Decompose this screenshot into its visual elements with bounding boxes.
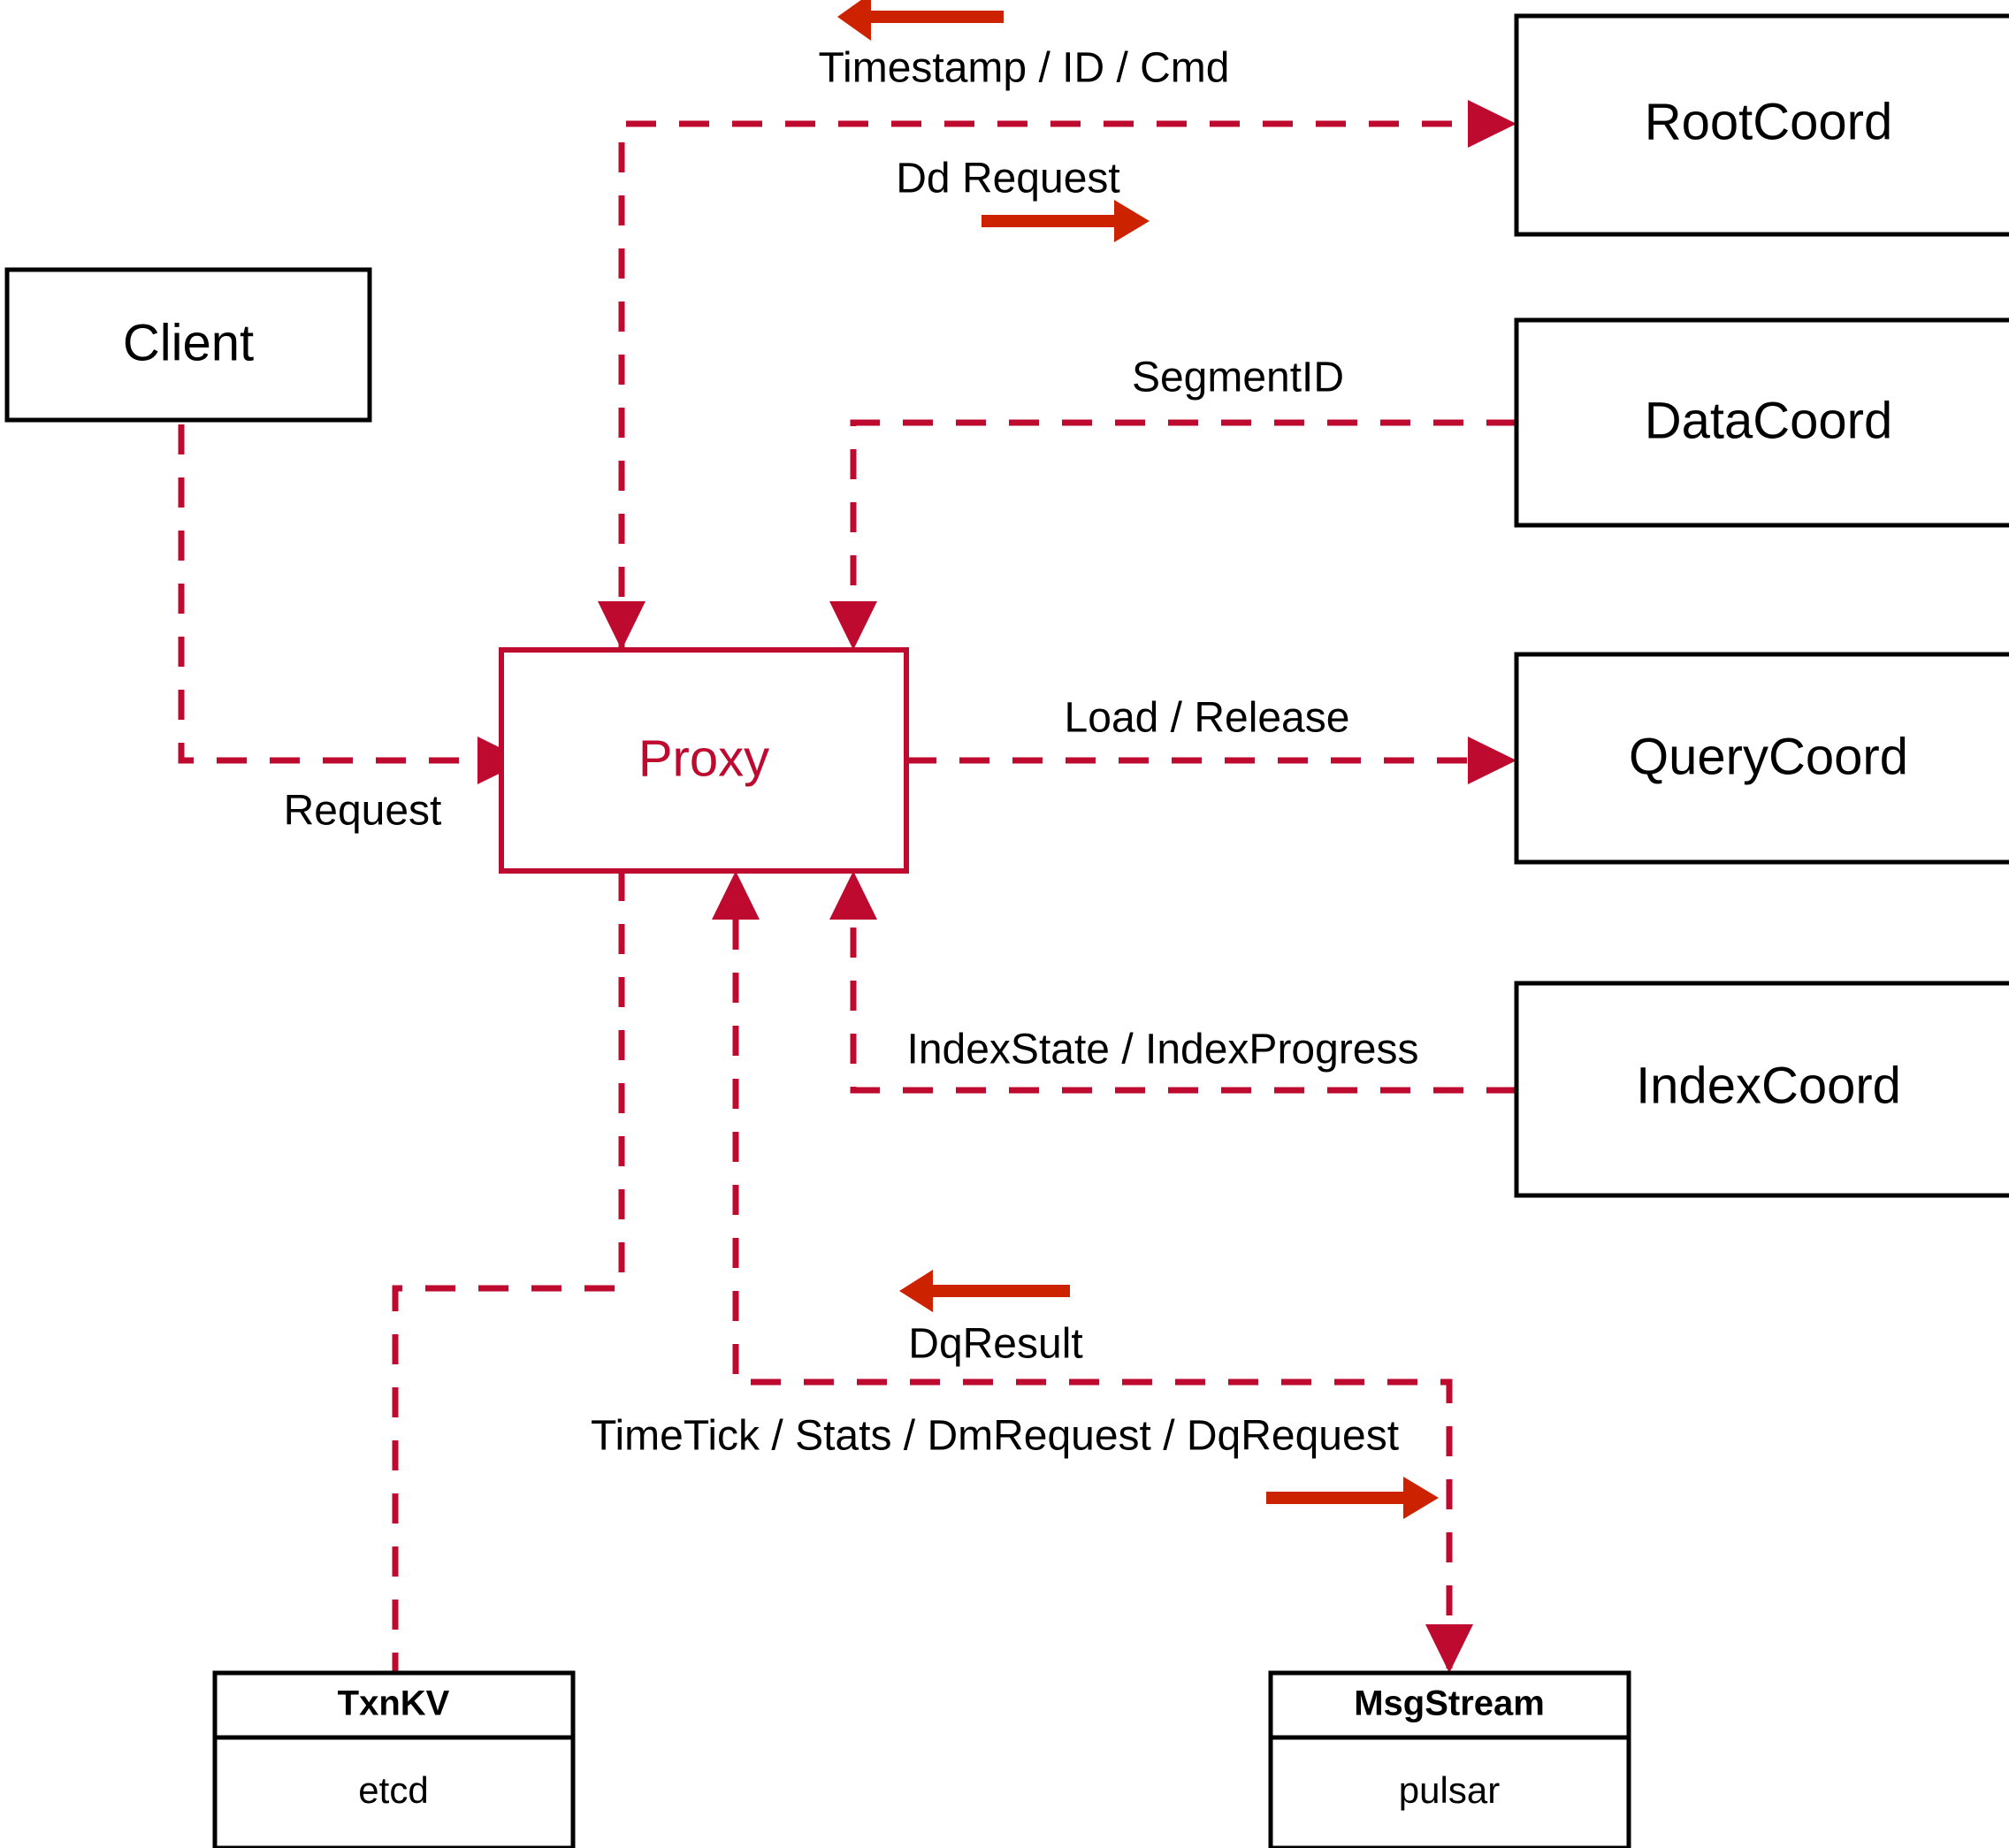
edge-label-dq-result: DqResult [908, 1321, 1082, 1368]
edge-label-dd-request: Dd Request [896, 156, 1119, 202]
flow-client-to-proxy [178, 424, 477, 764]
flow-msgstream-proxy [732, 920, 1453, 1673]
node-msgstream-title: MsgStream [1354, 1684, 1545, 1723]
flow-indexcoord-proxy [850, 920, 1516, 1094]
edge-label-request: Request [284, 788, 442, 835]
arrowhead-msgstream-to-proxy [712, 871, 760, 920]
arrowhead-proxy-to-querycoord [1468, 737, 1516, 784]
edge-label-segment-id: SegmentID [1132, 355, 1344, 401]
node-msgstream-body: pulsar [1399, 1769, 1500, 1811]
node-rootcoord-label: RootCoord [1645, 93, 1892, 150]
direction-arrow-dd-request-right [982, 200, 1150, 242]
node-txnkv[interactable] [212, 1670, 576, 1848]
node-indexcoord[interactable] [1514, 981, 2009, 1198]
arrowhead-indexcoord-to-proxy [829, 871, 877, 920]
flow-proxy-rootcoord [618, 120, 1468, 650]
node-client-label: Client [123, 314, 254, 371]
node-datacoord-label: DataCoord [1645, 392, 1892, 449]
node-client[interactable] [4, 267, 372, 423]
node-msgstream[interactable] [1268, 1670, 1631, 1848]
node-querycoord-label: QueryCoord [1629, 728, 1908, 785]
node-txnkv-body: etcd [358, 1769, 428, 1811]
direction-arrow-dqresult-left [899, 1270, 1070, 1312]
node-rootcoord[interactable] [1514, 13, 2009, 237]
node-proxy[interactable] [499, 647, 909, 874]
arrowhead-rootcoord-to-proxy [598, 601, 645, 650]
edge-label-timestamp-id-cmd: Timestamp / ID / Cmd [819, 45, 1230, 92]
edge-label-timetick-stats: TimeTick / Stats / DmRequest / DqRequest [591, 1413, 1399, 1460]
direction-arrow-timestamp-left [837, 0, 1004, 41]
arrowhead-datacoord-to-proxy [829, 601, 877, 650]
arrowhead-proxy-to-rootcoord [1468, 100, 1516, 148]
direction-arrow-timetick-right [1266, 1477, 1439, 1519]
flow-proxy-txnkv [392, 871, 625, 1673]
node-indexcoord-label: IndexCoord [1636, 1057, 1901, 1114]
node-datacoord[interactable] [1514, 317, 2009, 528]
flow-datacoord-proxy [850, 419, 1516, 650]
edge-label-load-release: Load / Release [1065, 695, 1350, 742]
node-proxy-label: Proxy [638, 729, 769, 787]
arrowhead-proxy-to-msgstream [1425, 1624, 1473, 1673]
node-querycoord[interactable] [1514, 652, 2009, 865]
node-txnkv-title: TxnKV [338, 1684, 450, 1723]
edge-label-index-state-progress: IndexState / IndexProgress [907, 1027, 1419, 1073]
